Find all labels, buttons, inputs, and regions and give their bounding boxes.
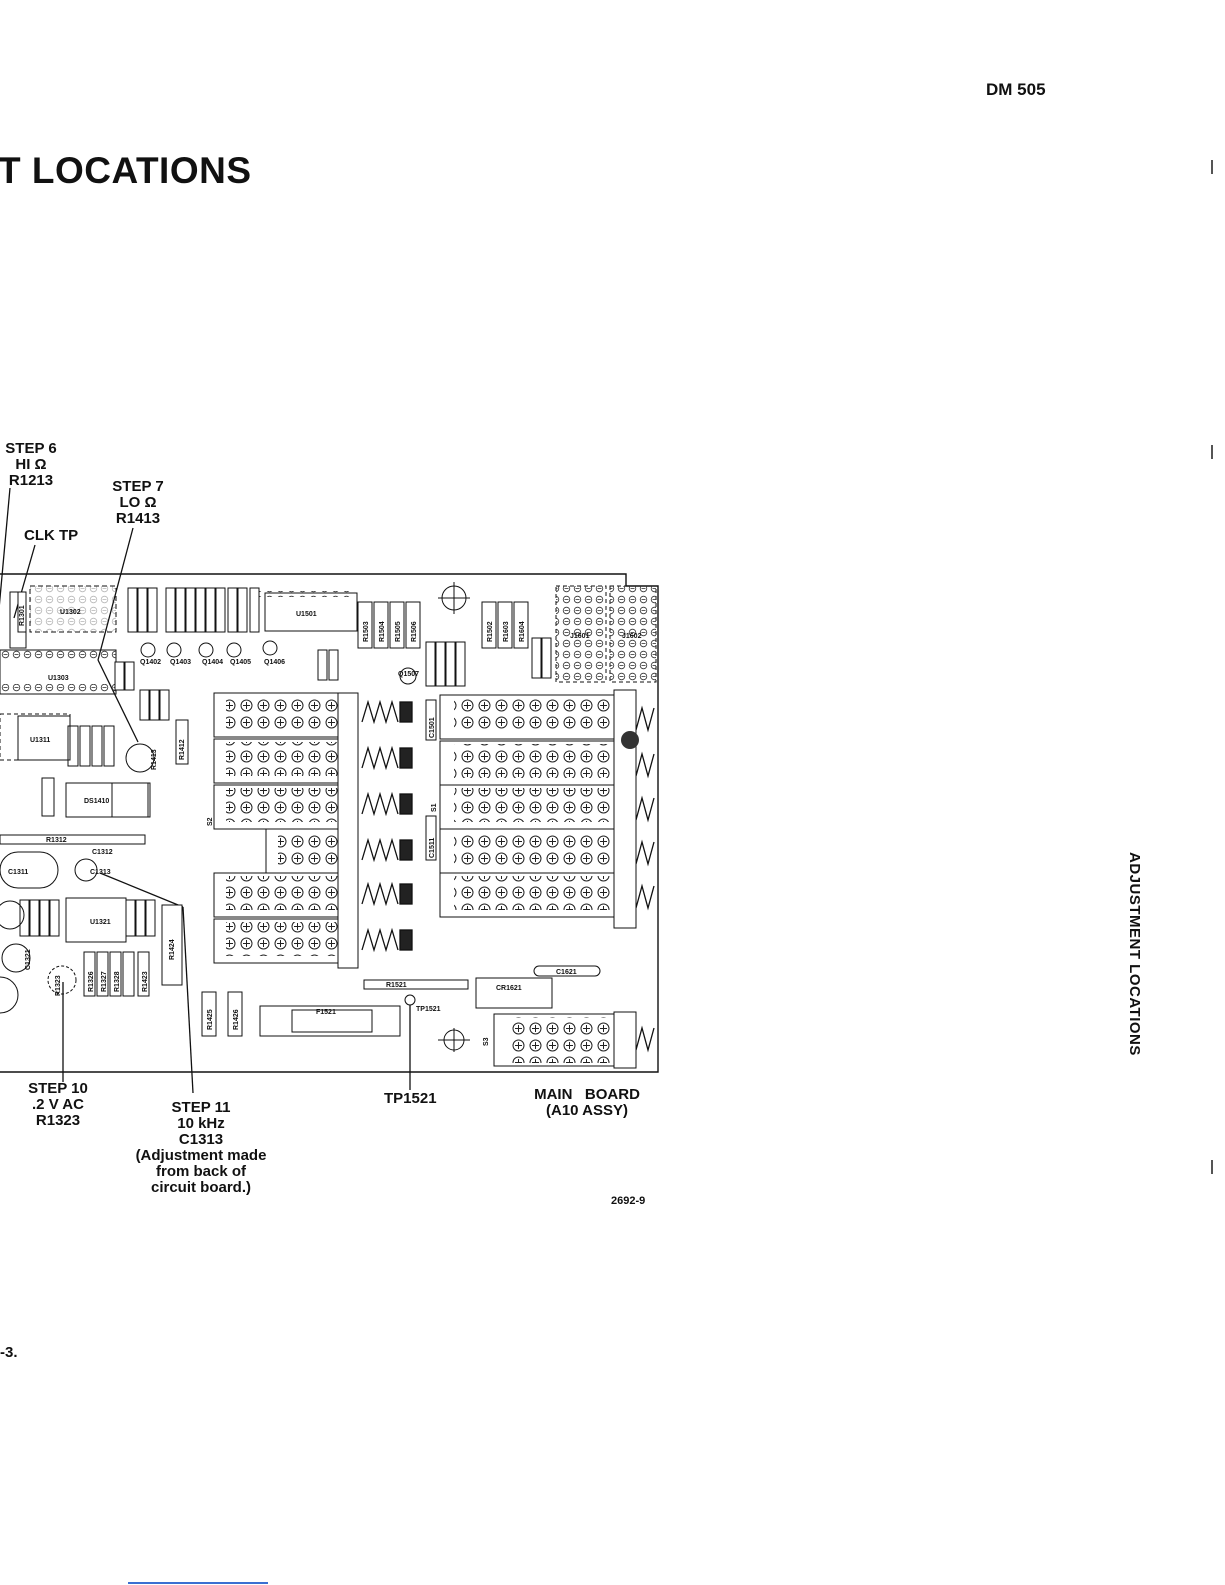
r1327-label: R1327 [101, 971, 108, 992]
u1321-label: U1321 [90, 919, 111, 926]
r1425-label: R1425 [207, 1009, 214, 1030]
r1502-label: R1502 [487, 621, 494, 642]
r1413-label: R1413 [151, 749, 158, 770]
step7-desc: LO Ω [119, 494, 157, 511]
s2-label: S2 [207, 817, 214, 826]
step11-title: STEP 11 [171, 1099, 231, 1116]
ds1410-label: DS1410 [84, 798, 109, 805]
c1312-label: C1312 [92, 849, 113, 856]
q1403-label: Q1403 [170, 659, 191, 666]
edge-mark [1211, 1160, 1213, 1174]
edge-mark [1211, 160, 1213, 174]
step6-leader [0, 487, 11, 606]
step11-leader [182, 906, 194, 1094]
c1313-label: C1313 [90, 869, 111, 876]
step10-callout: STEP 10 .2 V AC R1323 [18, 1081, 98, 1129]
u1501-label: U1501 [296, 611, 317, 618]
r1424-label: R1424 [169, 939, 176, 960]
c1311-label: C1311 [8, 869, 28, 876]
side-title: ADJUSTMENT LOCATIONS [1126, 852, 1143, 1056]
q1402-label: Q1402 [140, 659, 161, 666]
step10-component: R1323 [35, 1112, 81, 1129]
c1511-label: C1511 [429, 838, 436, 858]
step6-title: STEP 6 [5, 440, 57, 457]
step10-title: STEP 10 [28, 1080, 88, 1097]
r1504-label: R1504 [379, 621, 386, 642]
q1406-label: Q1406 [264, 659, 285, 666]
c1321-label: C1321 [25, 949, 32, 970]
r1301-label: R1301 [19, 605, 26, 626]
s1-label: S1 [431, 803, 438, 812]
r1604-label: R1604 [519, 621, 526, 642]
s3-label: S3 [483, 1037, 490, 1046]
r1426-label: R1426 [233, 1009, 240, 1030]
footer-fragment: -3. [0, 1344, 18, 1361]
r1506-label: R1506 [411, 621, 418, 642]
r1323-label: R1323 [55, 975, 62, 996]
document-id: DM 505 [986, 80, 1046, 99]
r1505-label: R1505 [395, 621, 402, 642]
u1302-label: U1302 [60, 609, 81, 616]
main-board-title: MAIN BOARD [534, 1086, 640, 1103]
c1501-label: C1501 [429, 717, 436, 738]
f1521-label: F1521 [316, 1009, 336, 1016]
step11-note-2: from back of [155, 1163, 246, 1180]
r1326-label: R1326 [88, 971, 95, 992]
r1312-label: R1312 [46, 837, 67, 844]
step11-note-3: circuit board.) [150, 1179, 251, 1196]
step11-desc: 10 kHz [177, 1115, 225, 1132]
u1303-label: U1303 [48, 675, 69, 682]
q1405-label: Q1405 [230, 659, 251, 666]
tp1521-pcb-label: TP1521 [416, 1006, 441, 1013]
step11-callout: STEP 11 10 kHz C1313 (Adjustment made fr… [126, 1100, 276, 1196]
main-board-assy: (A10 ASSY) [546, 1102, 628, 1119]
step10-desc: .2 V AC [32, 1096, 84, 1113]
figure-number: 2692-9 [611, 1195, 646, 1207]
cr1621-label: CR1621 [496, 985, 522, 992]
q1404-label: Q1404 [202, 659, 223, 666]
step6-callout: STEP 6 HI Ω R1213 [0, 441, 62, 489]
r1412-label: R1412 [179, 739, 186, 760]
r1503-label: R1503 [363, 621, 370, 642]
j1601-label: J1601 [570, 633, 590, 640]
tp1521-callout: TP1521 [384, 1090, 437, 1107]
step7-callout: STEP 7 LO Ω R1413 [102, 479, 174, 527]
u1311-label: U1311 [30, 737, 50, 744]
step6-component: R1213 [8, 472, 54, 489]
step7-title: STEP 7 [112, 478, 164, 495]
r1328-label: R1328 [114, 971, 121, 992]
page-title: T LOCATIONS [0, 150, 252, 191]
step11-note-1: (Adjustment made [135, 1147, 267, 1164]
j1602-label: J1602 [622, 633, 642, 640]
step11-component: C1313 [178, 1131, 224, 1148]
c1621-label: C1621 [556, 969, 577, 976]
main-board-callout: MAIN BOARD (A10 ASSY) [525, 1087, 649, 1119]
page-edge-line [128, 1582, 268, 1584]
r1423-label: R1423 [142, 971, 149, 992]
clk-tp-label: CLK TP [24, 527, 79, 544]
step6-desc: HI Ω [15, 456, 47, 473]
r1603-label: R1603 [503, 621, 510, 642]
q1507-label: Q1507 [398, 671, 419, 678]
r1521-label: R1521 [386, 982, 407, 989]
step7-component: R1413 [115, 510, 161, 527]
edge-mark [1211, 445, 1213, 459]
